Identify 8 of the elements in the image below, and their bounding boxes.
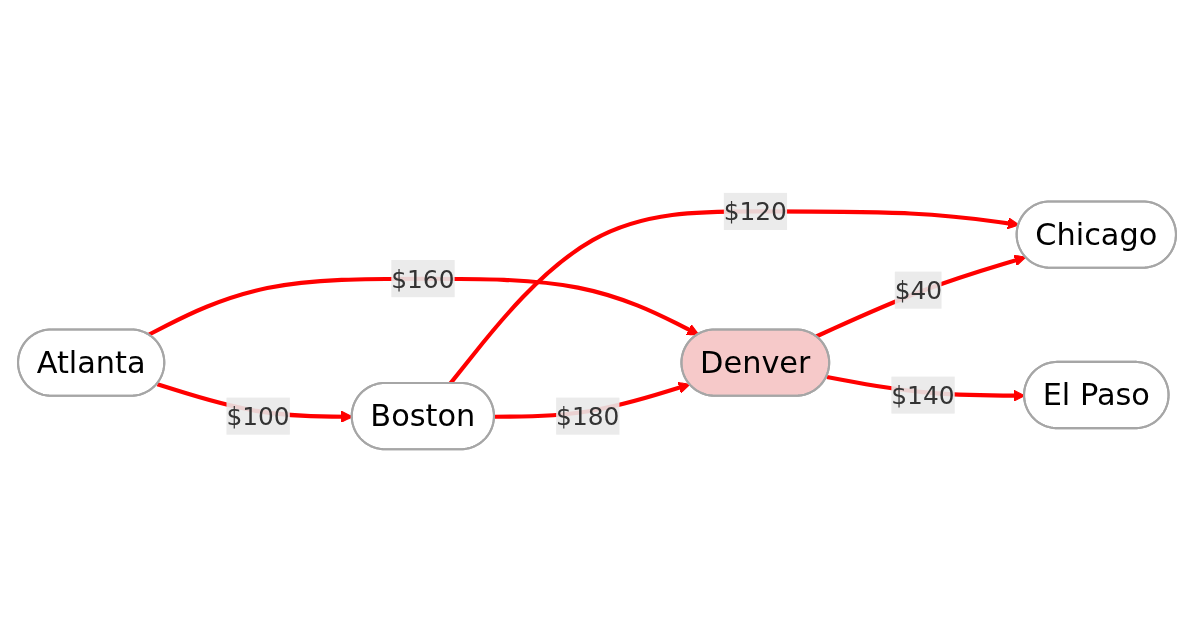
arrow (147, 276, 699, 337)
edge-label: $180 (555, 401, 619, 431)
edge-label: $140 (890, 380, 955, 410)
edge-label: $40 (894, 275, 942, 305)
arrow (814, 254, 1026, 339)
edge-label: $100 (225, 401, 290, 431)
edge-label: $160 (390, 264, 454, 294)
edge-label: $120 (723, 196, 787, 226)
